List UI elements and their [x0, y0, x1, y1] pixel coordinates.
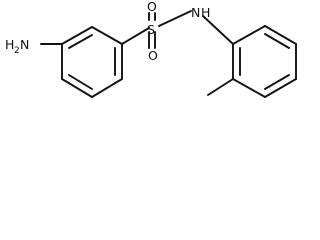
- bond-left-ring-2: [91, 26, 123, 45]
- amide-hydrogen-label: H: [201, 5, 210, 20]
- bond-methyl: [207, 78, 234, 96]
- bond-left-ring-double-3: [68, 74, 93, 90]
- amine-nitrogen-label: N: [20, 37, 29, 52]
- oxygen-bottom-label: O: [148, 48, 158, 63]
- oxygen-top-label: O: [147, 0, 157, 14]
- amine-group: H 2 N: [5, 37, 29, 56]
- bond-left-ring-double-1: [68, 34, 93, 49]
- bond-left-ring-1: [61, 26, 93, 45]
- bond-right-ring-double-1: [264, 33, 290, 49]
- amide-nh-group: N H: [191, 5, 210, 20]
- bond-left-ring-4: [91, 78, 123, 98]
- bond-right-ring-double-2: [264, 74, 290, 90]
- bond-lines: [40, 10, 297, 98]
- bond-left-ring-5: [61, 78, 93, 98]
- bond-n-c: [202, 15, 234, 45]
- amide-nitrogen-label: N: [191, 5, 200, 20]
- bond-right-ring-4: [264, 78, 297, 98]
- amine-hydrogen-count: 2: [14, 46, 20, 56]
- bond-c-s: [121, 27, 150, 45]
- amine-hydrogen-label: H: [5, 37, 14, 52]
- sulfur-label: S: [147, 22, 155, 37]
- bond-right-ring-5: [232, 78, 266, 98]
- chemical-structure-diagram: H 2 N S O O N H: [5, 0, 297, 98]
- bond-right-ring-1: [232, 25, 266, 45]
- bond-right-ring-2: [264, 25, 297, 45]
- bond-s-n: [158, 10, 192, 27]
